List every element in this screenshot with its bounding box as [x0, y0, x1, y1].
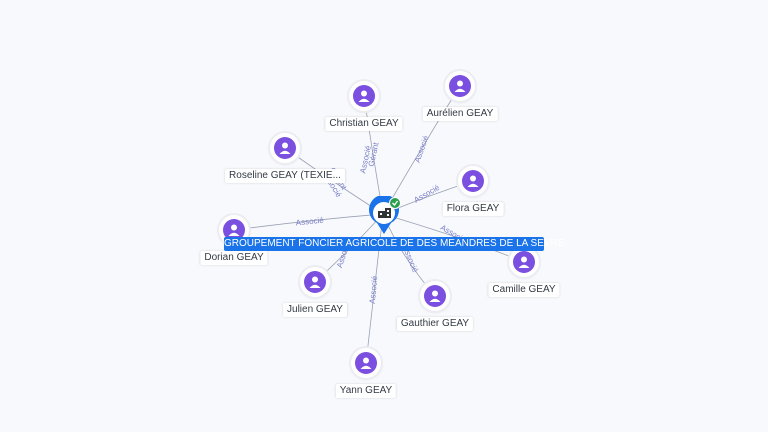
check-badge-icon	[389, 197, 401, 209]
person-icon	[429, 290, 441, 302]
avatar[interactable]	[300, 267, 330, 297]
avatar[interactable]	[458, 166, 488, 196]
person-icon	[228, 224, 240, 236]
person-name[interactable]: Dorian GEAY	[200, 251, 268, 265]
person-icon	[454, 80, 466, 92]
person-icon	[309, 276, 321, 288]
avatar[interactable]	[509, 247, 539, 277]
relation-label: Associé	[412, 183, 441, 205]
person-icon	[358, 90, 370, 102]
building-icon	[378, 208, 391, 218]
avatar[interactable]	[420, 281, 450, 311]
person-icon	[467, 175, 479, 187]
person-icon	[518, 256, 530, 268]
person-icon	[279, 142, 291, 154]
person-name[interactable]: Yann GEAY	[335, 384, 397, 398]
relation-edge	[365, 213, 384, 364]
avatar[interactable]	[351, 348, 381, 378]
avatar[interactable]	[445, 71, 475, 101]
relation-label: Associé	[368, 275, 379, 304]
company-name-label[interactable]: GROUPEMENT FONCIER AGRICOLE DE DES MEAND…	[224, 237, 565, 251]
relation-label: Associé	[295, 216, 324, 228]
company-pin-icon	[369, 194, 401, 234]
relation-label: Associé	[413, 134, 431, 164]
person-name[interactable]: Roseline GEAY (TEXIE...	[225, 169, 345, 183]
avatar[interactable]	[270, 133, 300, 163]
company-node[interactable]	[366, 194, 402, 236]
person-name[interactable]: Aurélien GEAY	[422, 107, 498, 121]
person-name[interactable]: Christian GEAY	[325, 117, 403, 131]
avatar[interactable]	[349, 81, 379, 111]
person-name[interactable]: Gauthier GEAY	[396, 317, 474, 331]
relation-edge	[233, 213, 384, 231]
person-name[interactable]: Julien GEAY	[283, 303, 347, 317]
person-icon	[360, 357, 372, 369]
person-name[interactable]: Camille GEAY	[488, 283, 560, 297]
person-name[interactable]: Flora GEAY	[442, 202, 504, 216]
